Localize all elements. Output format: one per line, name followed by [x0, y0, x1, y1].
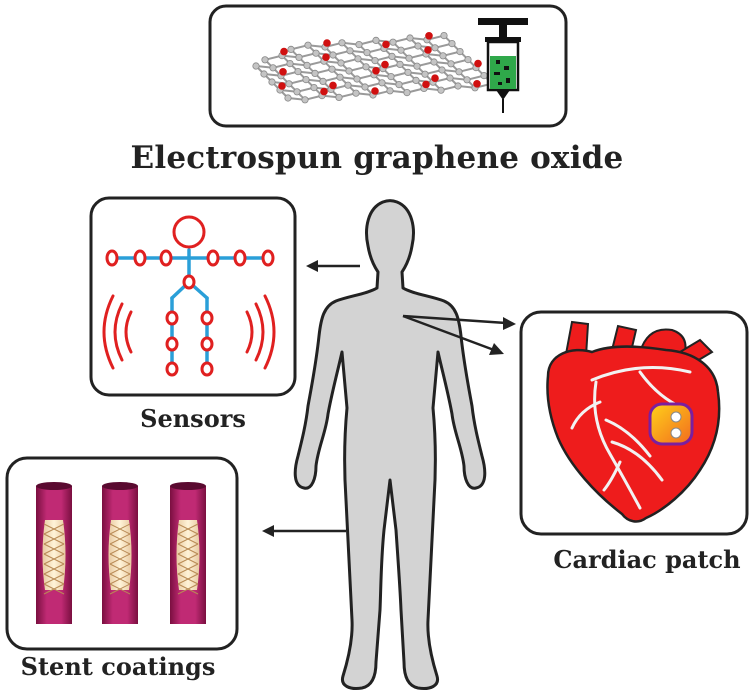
- graphene-panel: [208, 4, 568, 128]
- sensors-panel: [89, 196, 297, 397]
- sensor-figure-icon: [102, 215, 276, 377]
- arrow-icon: [262, 260, 516, 537]
- syringe-icon: [478, 18, 528, 113]
- stent-icon: [36, 482, 206, 624]
- patch-icon: [648, 402, 694, 446]
- heart-icon: [546, 320, 721, 523]
- graphene-sheet-icon: [252, 31, 496, 104]
- cardiac-patch-label: Cardiac patch: [553, 545, 741, 574]
- title-label: Electrospun graphene oxide: [130, 140, 624, 176]
- stent-coatings-label: Stent coatings: [20, 652, 216, 681]
- human-body-icon: [293, 199, 487, 690]
- sensors-label: Sensors: [140, 404, 246, 433]
- stent-panel: [5, 456, 239, 651]
- cardiac-panel: [519, 310, 749, 536]
